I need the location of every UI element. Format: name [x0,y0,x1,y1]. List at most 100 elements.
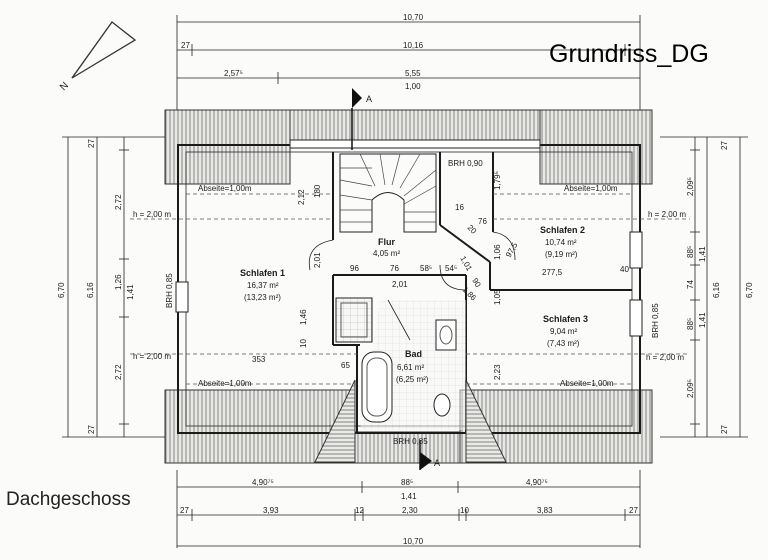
label-180: 180 [313,184,322,198]
plan-subtitle: Dachgeschoss [6,489,131,510]
label-abseite-bl: Abseite=1,00m [198,379,252,388]
room-flur-area: 4,05 m² [373,249,400,258]
dim-bottom-row2-1: 27 [180,506,189,515]
label-58: 58⁵ [420,264,432,273]
room-flur-name: Flur [378,237,395,247]
dim-left-overall: 6,70 [57,282,66,298]
room-schlafen2-area: 10,74 m² [545,238,577,247]
label-105: 1,05 [493,289,502,305]
label-179: 1,79⁵ [493,171,502,190]
dim-top-middle: 5,55 [405,69,421,78]
inner-dimension-labels: BRH 0,90 Abseite=1,00m Abseite=1,00m Abs… [133,159,686,446]
staircase: A [339,88,437,233]
room-schlafen3-area2: (7,43 m²) [547,339,580,348]
label-201v: 2,01 [313,252,322,268]
label-76b: 76 [478,217,487,226]
label-brh-top: BRH 0,90 [448,159,483,168]
exterior-walls [175,139,643,434]
room-schlafen1-area: 16,37 m² [247,281,279,290]
bath-fixtures [335,297,466,430]
room-schlafen1-area2: (13,23 m²) [244,293,281,302]
label-16: 16 [455,203,464,212]
left-dimensions: 6,70 6,16 27 2,72 1,26 1,41 2,72 27 [57,136,170,438]
label-brh-left: BRH 0,85 [165,273,174,308]
dim-left-part-5: 2,72 [114,364,123,380]
dim-bottom-row1-left: 4,90⁷⁵ [252,478,274,487]
dim-bottom-row1-mid: 88⁵ [401,478,413,487]
dim-bottom-row1-right: 4,90⁷⁵ [526,478,548,487]
roof-triangles: A [314,379,507,470]
label-101: 1,01 [458,255,474,273]
dim-bottom-row2-7: 27 [629,506,638,515]
dim-left-part-1: 27 [87,139,96,148]
north-label: N [58,80,71,93]
bottom-dimensions: 4,90⁷⁵ 88⁵ 4,90⁷⁵ 1,41 27 3,93 12 2,30 1… [176,470,641,548]
dim-right-part-4: 1,41 [698,246,707,262]
label-90: 90 [470,277,483,290]
label-353: 353 [252,355,266,364]
doors [308,231,516,341]
dim-bottom-row2-6: 3,83 [537,506,553,515]
label-201h: 2,01 [392,280,408,289]
label-76: 76 [390,264,399,273]
dim-right-inner: 6,16 [712,282,721,298]
label-146: 1,46 [299,309,308,325]
dim-bottom-row2-2: 3,93 [263,506,279,515]
dim-bottom-row2-5: 10 [460,506,469,515]
label-abseite-tl: Abseite=1,00m [198,184,252,193]
dim-top-wall: 27 [181,41,190,50]
label-h-br: h = 2,00 m [646,353,684,362]
dim-right-part-5: 74 [686,280,695,289]
plan-title: Grundriss_DG [549,40,709,68]
room-schlafen2-area2: (9,19 m²) [545,250,578,259]
room-schlafen3-name: Schlafen 3 [543,314,588,324]
dim-left-part-6: 27 [87,425,96,434]
label-brh-bottom: BRH 0,85 [393,437,428,446]
dim-bottom-row1-sub: 1,41 [401,492,417,501]
label-20: 20 [466,223,479,236]
dim-bottom-row2-4: 2,30 [402,506,418,515]
label-h-tl: h = 2,00 m [133,210,171,219]
label-106: 1,06 [493,244,502,260]
room-schlafen1-name: Schlafen 1 [240,268,285,278]
dim-left-part-4: 1,41 [126,284,135,300]
headroom-lines [130,193,690,385]
dim-right-part-3: 88⁵ [686,246,695,258]
dim-right-part-9: 27 [720,425,729,434]
label-40: 40 [620,265,629,274]
section-marker-top: A [366,94,372,104]
room-schlafen2-name: Schlafen 2 [540,225,585,235]
dim-top-inner: 10,16 [403,41,424,50]
top-dimensions: 10,70 27 10,16 2,57⁵ 5,55 1,00 [176,13,641,110]
label-96: 96 [350,264,359,273]
dim-right-part-6: 88⁵ [686,318,695,330]
dim-bottom-overall: 10,70 [403,537,424,546]
room-schlafen3-area: 9,04 m² [550,327,577,336]
dim-right-part-8: 2,09⁵ [686,379,695,398]
dim-top-middle-sub: 1,00 [405,82,421,91]
label-h-tr: h = 2,00 m [648,210,686,219]
room-labels: Flur 4,05 m² Schlafen 1 16,37 m² (13,23 … [240,225,588,384]
dim-top-overall: 10,70 [403,13,424,22]
label-h-bl: h = 2,00 m [133,352,171,361]
dim-right-part-2: 2,09⁵ [686,177,695,196]
dim-right-part-7: 1,41 [698,312,707,328]
label-abseite-tr: Abseite=1,00m [564,184,618,193]
label-97: 97,5 [504,241,520,259]
dim-top-left-offset: 2,57⁵ [224,69,243,78]
section-marker-bottom: A [434,458,440,468]
dim-left-inner: 6,16 [86,282,95,298]
label-54: 54⁵ [445,264,457,273]
dim-bottom-row2-3: 12 [355,506,364,515]
label-10: 10 [299,339,308,348]
dim-right-part-1: 27 [720,141,729,150]
room-bad-name: Bad [405,349,422,359]
dim-right-overall: 6,70 [745,282,754,298]
label-65: 65 [341,361,350,370]
label-2775: 277,5 [542,268,563,277]
label-212: 2,12 [297,189,306,205]
north-arrow-icon: N [58,21,137,93]
room-bad-area: 6,61 m² [397,363,424,372]
label-brh-right: BRH 0,85 [651,303,660,338]
